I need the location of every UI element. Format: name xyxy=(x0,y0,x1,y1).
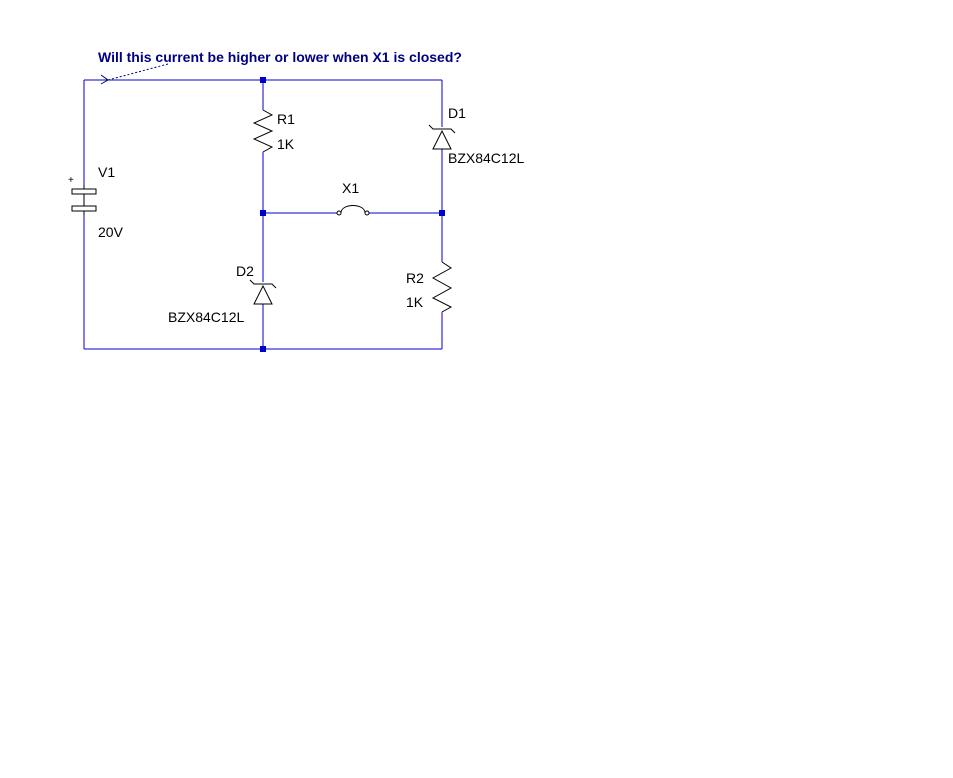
resistor-r1 xyxy=(252,109,274,153)
resistor-r2-value: 1K xyxy=(406,294,424,310)
zener-diode-d1-value: BZX84C12L xyxy=(448,150,524,166)
junction-top xyxy=(260,77,266,83)
resistor-r2-ref: R2 xyxy=(406,270,424,286)
zener-diode-d2-ref: D2 xyxy=(236,263,254,279)
zener-diode-d2 xyxy=(249,279,277,305)
battery-v1-polarity: + xyxy=(68,175,74,186)
junction-mid-right xyxy=(439,210,445,216)
junction-bottom xyxy=(260,346,266,352)
resistor-r1-value: 1K xyxy=(277,136,295,152)
switch-x1-ref: X1 xyxy=(342,180,359,196)
battery-v1 xyxy=(71,185,97,215)
resistor-r2 xyxy=(431,261,453,313)
battery-v1-ref: V1 xyxy=(98,164,115,180)
current-arrowhead xyxy=(100,74,109,85)
zener-diode-d1-ref: D1 xyxy=(448,105,466,121)
battery-plate-positive xyxy=(71,188,97,195)
resistor-r1-ref: R1 xyxy=(277,111,295,127)
question-text: Will this current be higher or lower whe… xyxy=(98,49,462,65)
junctions xyxy=(260,77,445,352)
components xyxy=(71,109,456,313)
current-arrow xyxy=(100,63,169,85)
battery-plate-negative xyxy=(71,205,97,212)
battery-v1-value: 20V xyxy=(98,224,124,240)
current-arrow-dashed-leader xyxy=(107,63,169,81)
zener-diode-d1 xyxy=(428,124,456,150)
switch-x1 xyxy=(336,205,370,216)
junction-mid-left xyxy=(260,210,266,216)
zener-diode-d2-value: BZX84C12L xyxy=(168,309,244,325)
